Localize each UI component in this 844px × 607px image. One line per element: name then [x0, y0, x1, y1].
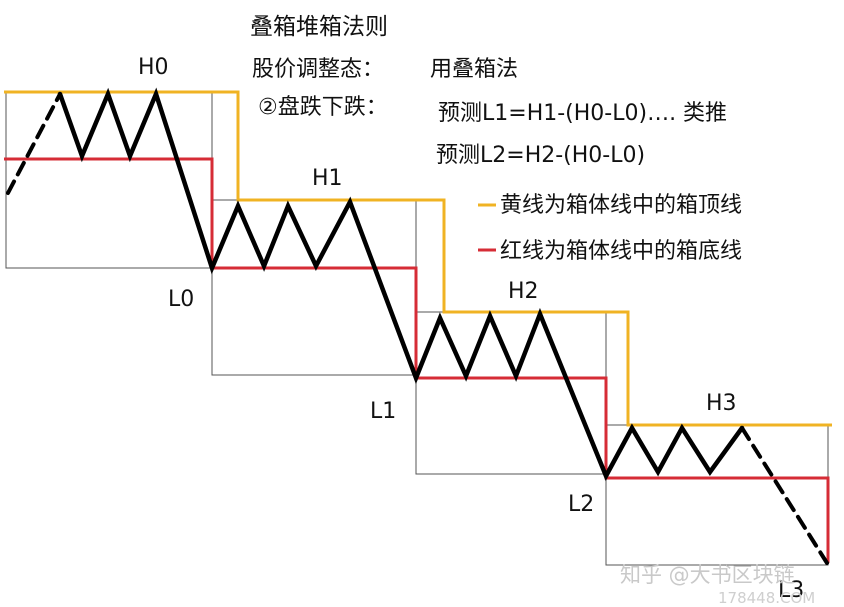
box-2	[415, 311, 607, 475]
formula-1: 预测L1=H1-(H0-L0)…. 类推	[438, 101, 727, 126]
box-3	[605, 424, 829, 566]
label-H3: H3	[706, 391, 737, 416]
legend-red-text: 红线为箱体线中的箱底线	[500, 239, 742, 264]
box-0	[5, 91, 213, 269]
box-top-line	[4, 90, 832, 427]
state-method: 用叠箱法	[430, 57, 518, 82]
box-1	[211, 199, 417, 376]
diagram-title: 叠箱堆箱法则	[250, 14, 388, 40]
price-path-dashed-end	[740, 426, 829, 565]
watermark-sub: 178448.COM	[718, 589, 815, 607]
price-path	[6, 87, 829, 565]
case-label: ②盘跌下跌：	[258, 95, 388, 120]
legend: 黄线为箱体线中的箱顶线 红线为箱体线中的箱底线	[478, 193, 742, 264]
label-L3: L3	[778, 578, 804, 603]
label-L1: L1	[370, 399, 396, 424]
label-H2: H2	[508, 279, 539, 304]
state-label: 股价调整态：	[252, 57, 384, 82]
label-H0: H0	[138, 55, 169, 80]
price-path-dashed-start	[6, 92, 62, 195]
label-H1: H1	[312, 166, 343, 191]
level-labels: H0 H1 H2 H3 L0 L1 L2 L3	[138, 55, 804, 603]
formula-2: 预测L2=H2-(H0-L0)	[436, 143, 645, 168]
watermark: 知乎 @大书区块链 178448.COM	[620, 563, 815, 607]
watermark-main: 知乎 @大书区块链	[620, 563, 795, 587]
legend-yellow-text: 黄线为箱体线中的箱顶线	[500, 193, 742, 218]
price-path-solid	[57, 87, 745, 482]
label-L2: L2	[568, 492, 594, 517]
label-L0: L0	[168, 287, 194, 312]
